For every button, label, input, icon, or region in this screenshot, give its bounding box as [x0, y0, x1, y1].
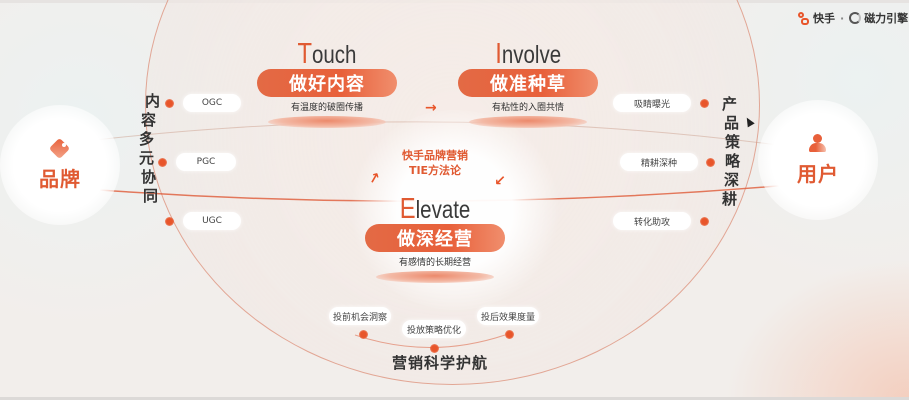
- stage-touch: Touch 做好内容 有温度的破圈传播: [257, 40, 397, 128]
- elevate-banner: 做深经营: [365, 224, 505, 252]
- marketing-science-title: 营销科学护航: [392, 354, 489, 372]
- pill-ugc: UGC: [183, 212, 241, 230]
- dot-conversion: [700, 217, 709, 226]
- pill-exposure: 吸睛曝光: [613, 94, 691, 112]
- touch-heading: Touch: [297, 38, 357, 70]
- vchar: 多: [139, 130, 155, 148]
- vchar: 耕: [722, 190, 738, 208]
- vchar: 容: [141, 111, 157, 129]
- dot-pre-insight: [359, 330, 368, 339]
- logo-separator: ·: [840, 11, 845, 25]
- center-title-line1: 快手品牌营销: [402, 149, 468, 162]
- vchar: 产: [722, 95, 738, 113]
- user-node: 用户: [758, 100, 878, 220]
- involve-subtitle: 有粘性的入圈共情: [491, 103, 564, 113]
- dot-deep-cultivation: [706, 158, 715, 167]
- product-strategy-vertical-text: 产 品 策 略 深 耕: [722, 95, 740, 209]
- pill-strategy-optimization: 投放策略优化: [402, 320, 466, 338]
- vchar: 内: [145, 92, 161, 110]
- brand-label: 品牌: [39, 166, 81, 191]
- center-title-line2: TIE方法论: [408, 164, 462, 177]
- user-label: 用户: [797, 161, 839, 186]
- vchar: 策: [725, 133, 741, 151]
- pill-post-measurement: 投后效果度量: [477, 307, 539, 325]
- logo-brand: 快手: [813, 12, 835, 25]
- user-icon: [808, 133, 828, 154]
- elevate-subtitle: 有感情的长期经营: [398, 258, 471, 268]
- bottom-border: [0, 397, 909, 400]
- pill-pre-insight: 投前机会洞察: [329, 307, 391, 325]
- dot-pgc: [158, 158, 167, 167]
- touch-subtitle: 有温度的破圈传播: [290, 103, 363, 113]
- dot-post-measurement: [505, 330, 514, 339]
- vchar: 品: [724, 114, 740, 132]
- pill-ogc: OGC: [183, 94, 241, 112]
- vchar: 深: [724, 171, 740, 189]
- stage-elevate: Elevate 做深经营 有感情的长期经营: [365, 195, 505, 283]
- vchar: 协: [141, 168, 157, 186]
- involve-pedestal: [469, 116, 587, 128]
- cili-engine-logo-icon: [849, 12, 862, 24]
- pill-pgc: PGC: [176, 153, 236, 171]
- touch-banner: 做好内容: [257, 69, 397, 97]
- vchar: 元: [139, 149, 155, 167]
- pill-conversion: 转化助攻: [613, 212, 691, 230]
- dot-ugc: [165, 217, 174, 226]
- involve-banner: 做准种草: [458, 69, 598, 97]
- elevate-pedestal: [376, 271, 494, 283]
- pill-deep-cultivation: 精耕深种: [620, 153, 698, 171]
- content-collaboration-vertical-text: 内 容 多 元 协 同: [139, 92, 160, 206]
- arrow-right-icon: →: [425, 100, 437, 116]
- tag-icon: [48, 137, 71, 159]
- vchar: 略: [725, 152, 741, 170]
- logo-partner: 磁力引擎: [864, 12, 909, 25]
- elevate-heading: Elevate: [399, 193, 471, 225]
- vchar: 同: [143, 187, 159, 205]
- logo: 快手 · 磁力引擎: [798, 10, 908, 26]
- stage-involve: Involve 做准种草 有粘性的入圈共情: [458, 40, 598, 128]
- dot-strategy-optimization: [430, 344, 439, 353]
- kuaishou-logo-icon: [798, 11, 810, 25]
- dot-exposure: [700, 99, 709, 108]
- brand-node: 品牌: [0, 105, 120, 225]
- center-title: 快手品牌营销 TIE方法论: [380, 148, 490, 178]
- dot-ogc: [165, 99, 174, 108]
- touch-pedestal: [268, 116, 386, 128]
- involve-heading: Involve: [495, 38, 561, 70]
